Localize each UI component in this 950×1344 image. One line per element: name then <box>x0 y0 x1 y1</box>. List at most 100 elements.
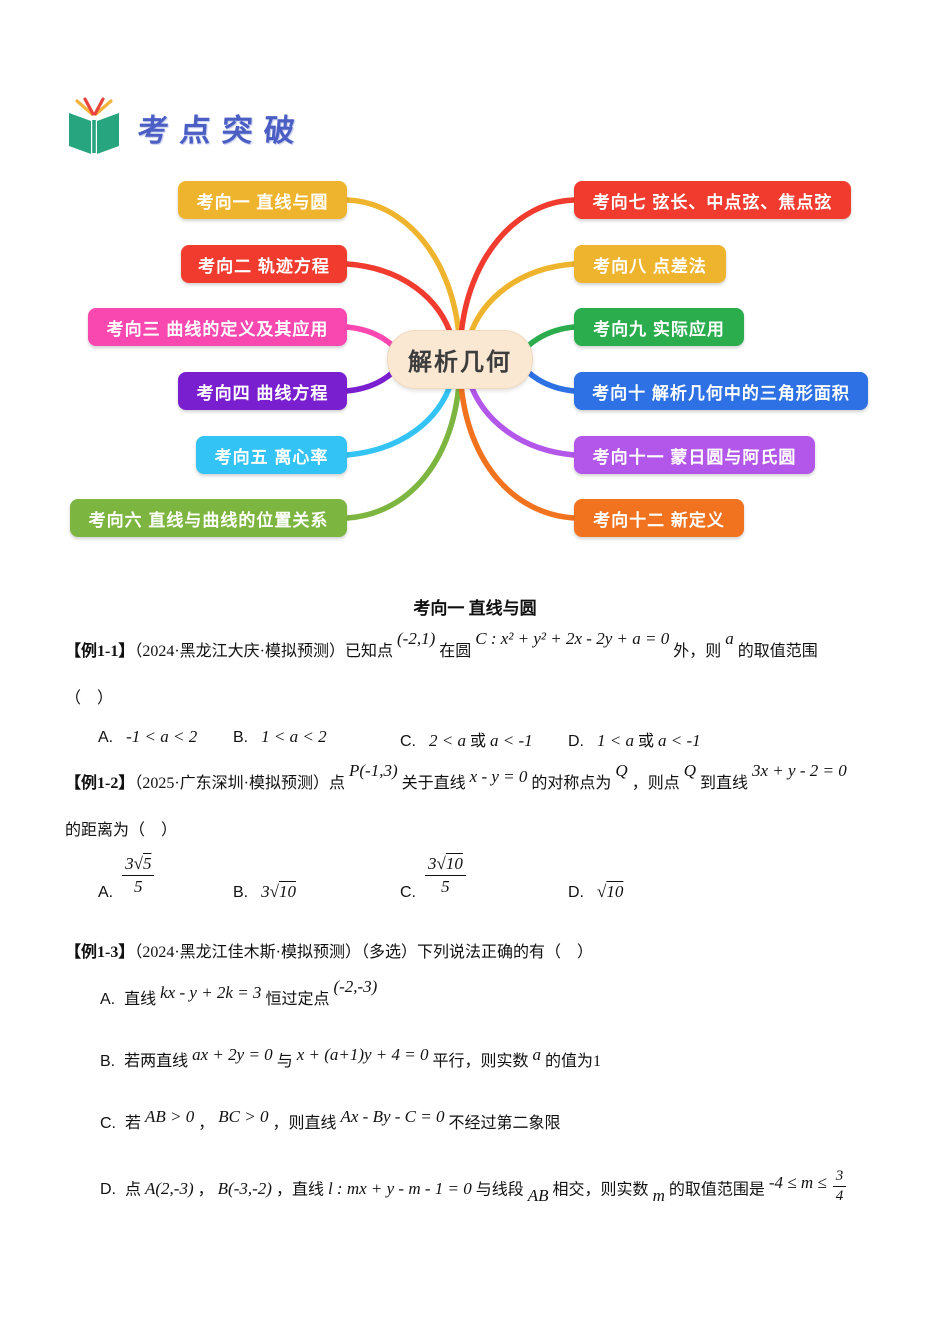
connector-left-1 <box>344 197 462 339</box>
text-run: （2024·黑龙江大庆·模拟预测）已知点 <box>134 643 394 660</box>
text-run: 到直线 <box>699 775 748 792</box>
node-label: 考向一 直线与圆 <box>196 192 329 212</box>
fraction-numerator: 3 <box>832 1168 847 1188</box>
math-run: a <box>725 629 734 648</box>
mindmap-node-10: 考向十 解析几何中的三角形面积 <box>574 372 868 410</box>
book-spark-yellow-right <box>94 99 113 116</box>
node-label: 考向九 实际应用 <box>593 319 725 339</box>
text-run: 在圆 <box>439 643 472 660</box>
math-run: 3√ <box>428 854 446 873</box>
math-run: AB > 0 <box>145 1107 195 1126</box>
option-label: B. <box>233 884 249 901</box>
connector-left-5 <box>344 377 455 458</box>
option-label: C. <box>400 884 416 901</box>
mindmap-node-7: 考向七 弦长、中点弦、焦点弦 <box>574 181 851 219</box>
math-run: 1 < a < 2 <box>261 727 327 746</box>
math-run: l : mx + y - m - 1 = 0 <box>327 1179 472 1199</box>
node-label: 考向五 离心率 <box>214 447 329 467</box>
book-spark-yellow-left <box>75 99 94 116</box>
math-run: kx - y + 2k = 3 <box>160 983 262 1002</box>
math-run: a < -1 <box>658 731 701 750</box>
text-run: 若两直线 <box>124 1053 189 1070</box>
text-run: 或 <box>469 733 486 750</box>
node-label: 考向八 点差法 <box>593 256 707 276</box>
mindmap-node-6: 考向六 直线与曲线的位置关系 <box>70 499 347 537</box>
text-run: 平行，则实数 <box>432 1053 529 1070</box>
mindmap-center-node: 解析几何 <box>387 330 533 389</box>
mindmap: 考向一 直线与圆 考向二 轨迹方程 考向三 曲线的定义及其应用 考向四 曲线方程… <box>0 0 950 560</box>
mindmap-node-12: 考向十二 新定义 <box>574 499 744 537</box>
text-run: 或 <box>637 733 654 750</box>
problem-1-1-line1: 【例1-1】（2024·黑龙江大庆·模拟预测）已知点(-2,1)在圆C : x²… <box>65 629 818 663</box>
math-run: 3x + y - 2 = 0 <box>752 761 847 780</box>
node-label: 考向七 弦长、中点弦、焦点弦 <box>592 192 833 212</box>
math-run: ax + 2y = 0 <box>192 1045 273 1064</box>
book-left-cover <box>69 113 91 154</box>
math-run: (-2,1) <box>397 629 436 648</box>
math-run: A(2,-3) <box>145 1179 194 1199</box>
mindmap-node-8: 考向八 点差法 <box>574 245 726 283</box>
text-run: ， <box>198 1115 215 1132</box>
text-run: 若 <box>125 1115 142 1132</box>
text-run: 外，则 <box>673 643 722 660</box>
option-label: A. <box>98 884 114 901</box>
math-run: P(-1,3) <box>349 761 398 780</box>
node-label: 考向十二 新定义 <box>593 510 725 530</box>
option-label: C. <box>100 1115 116 1132</box>
text-run: 的对称点为 <box>531 775 612 792</box>
mindmap-node-5: 考向五 离心率 <box>196 436 347 474</box>
option-label: D. <box>100 1181 116 1199</box>
math-run: Q <box>615 761 628 780</box>
problem-tag: 【例1-2】 <box>65 775 135 792</box>
open-book-icon <box>69 97 119 154</box>
text-run: ， <box>197 1181 214 1199</box>
math-run: 3√10 <box>261 882 296 902</box>
math-run: (-2,-3) <box>333 977 378 996</box>
text-run: 相交，则实数 <box>552 1181 649 1199</box>
math-run: 3√ <box>125 854 143 873</box>
math-run: AB <box>527 1186 549 1206</box>
fraction-denominator: 4 <box>835 1188 844 1205</box>
problem-1-2-line2: 的距离为（ ） <box>65 822 178 839</box>
option-label: B. <box>233 729 249 746</box>
mindmap-node-1: 考向一 直线与圆 <box>178 181 347 219</box>
text-run: （2025·广东深圳·模拟预测）点 <box>134 775 346 792</box>
option-label: A. <box>98 729 114 746</box>
problem-tag: 【例1-3】 <box>65 944 135 961</box>
math-run: x + (a+1)y + 4 = 0 <box>296 1045 429 1064</box>
math-run: a < -1 <box>490 731 533 750</box>
node-label: 考向二 轨迹方程 <box>198 256 330 276</box>
option-label: A. <box>100 991 116 1008</box>
book-spine <box>92 120 96 153</box>
math-run: -4 ≤ m ≤ <box>768 1173 827 1193</box>
text-run: （2024·黑龙江佳木斯·模拟预测）（多选）下列说法正确的有（ ） <box>134 944 594 961</box>
node-label: 考向四 曲线方程 <box>196 383 329 403</box>
text-run: 的取值范围是 <box>668 1181 765 1199</box>
math-run: x - y = 0 <box>469 767 528 786</box>
mindmap-node-3: 考向三 曲线的定义及其应用 <box>88 308 347 346</box>
math-run: Q <box>683 761 696 780</box>
node-label: 考向六 直线与曲线的位置关系 <box>88 510 329 530</box>
node-label: 考向十一 蒙日圆与阿氏圆 <box>592 447 797 467</box>
text-run: 点 <box>125 1181 142 1199</box>
book-spark-red-right <box>93 97 105 116</box>
mindmap-node-11: 考向十一 蒙日圆与阿氏圆 <box>574 436 815 474</box>
book-right-cover <box>97 113 119 154</box>
connector-left-2 <box>344 261 455 341</box>
text-run: 关于直线 <box>401 775 466 792</box>
math-run: 2 < a <box>429 731 466 750</box>
text-run: ，则直线 <box>272 1115 337 1132</box>
math-run: a <box>532 1045 542 1064</box>
node-label: 考向三 曲线的定义及其应用 <box>106 319 329 339</box>
radicand: 10 <box>606 882 624 901</box>
